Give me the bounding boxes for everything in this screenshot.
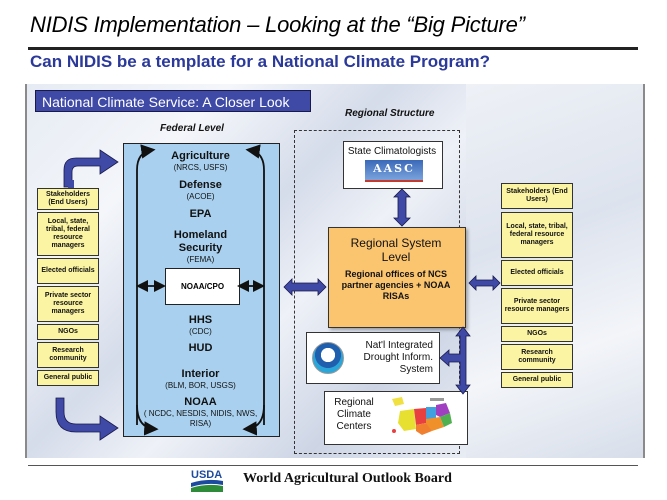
agency-defense: Defense (ACOE) (123, 179, 278, 202)
regional-system-box (328, 227, 466, 328)
footer-divider (28, 465, 638, 466)
stakeholder-item: NGOs (501, 326, 573, 342)
agency-name: Homeland Security (173, 229, 228, 254)
agency-epa: EPA (123, 208, 278, 221)
regional-climate-centers-label: Regional Climate Centers (334, 397, 374, 432)
stakeholder-item: Elected officials (501, 260, 573, 286)
regional-structure-label: Regional Structure (345, 108, 435, 119)
stakeholder-item: General public (37, 370, 99, 386)
federal-level-label: Federal Level (160, 123, 224, 134)
agency-hud: HUD (123, 342, 278, 355)
regional-system-title: Regional System Level (350, 236, 442, 264)
stakeholder-item: Private sector resource managers (501, 288, 573, 324)
noaa-cpo-box: NOAA/CPO (165, 268, 240, 305)
agency-interior: Interior (BLM, BOR, USGS) (123, 368, 278, 391)
stakeholder-header: Stakeholders (End Users) (501, 183, 573, 209)
diagram-header: National Climate Service: A Closer Look (35, 90, 311, 112)
agency-name: Agriculture (171, 150, 230, 162)
agency-sub: ( NCDC, NESDIS, NIDIS, NWS, RISA) (143, 409, 258, 428)
stakeholder-item: Local, state, tribal, federal resource m… (501, 212, 573, 258)
agency-sub: (BLM, BOR, USGS) (165, 381, 236, 390)
agency-noaa: NOAA ( NCDC, NESDIS, NIDIS, NWS, RISA) (123, 396, 278, 429)
aasc-logo: AASC (365, 160, 423, 182)
state-climatologists-label: State Climatologists (347, 146, 437, 157)
footer-text: World Agricultural Outlook Board (243, 471, 452, 486)
agency-sub: (ACOE) (186, 192, 215, 201)
agency-sub: (NRCS, USFS) (173, 163, 228, 172)
stakeholder-item: Local, state, tribal, federal resource m… (37, 212, 99, 256)
nidis-label: Nat'l Integrated Drought Inform. System (363, 340, 433, 375)
agency-agriculture: Agriculture (NRCS, USFS) (123, 150, 278, 173)
agency-name: NOAA (184, 396, 217, 408)
agency-name: EPA (189, 208, 212, 220)
usda-logo-icon: USDA (191, 469, 223, 492)
agency-name: Defense (179, 179, 222, 191)
stakeholder-item: General public (501, 372, 573, 388)
stakeholder-item: Elected officials (37, 258, 99, 284)
slide-title: NIDIS Implementation – Looking at the “B… (30, 12, 525, 37)
regional-system-body: Regional offices of NCS partner agencies… (341, 269, 451, 301)
agency-sub: (CDC) (189, 327, 212, 336)
usda-logo-text: USDA (191, 469, 222, 481)
agency-hhs: HHS (CDC) (123, 314, 278, 337)
noaa-logo-icon (312, 342, 344, 374)
stakeholder-item: NGOs (37, 324, 99, 340)
agency-homeland-security: Homeland Security (FEMA) (123, 229, 278, 265)
agency-name: Interior (181, 368, 220, 380)
stakeholder-item: Research community (37, 342, 99, 368)
title-divider (28, 47, 638, 50)
stakeholder-header: Stakeholders (End Users) (37, 188, 99, 210)
stakeholder-item: Research community (501, 344, 573, 370)
agency-sub: (FEMA) (186, 255, 215, 264)
agency-name: HHS (188, 314, 213, 326)
agency-name: HUD (188, 342, 213, 354)
stakeholder-item: Private sector resource managers (37, 286, 99, 322)
slide-subtitle: Can NIDIS be a template for a National C… (30, 52, 491, 71)
rcc-map-icon (386, 395, 458, 439)
